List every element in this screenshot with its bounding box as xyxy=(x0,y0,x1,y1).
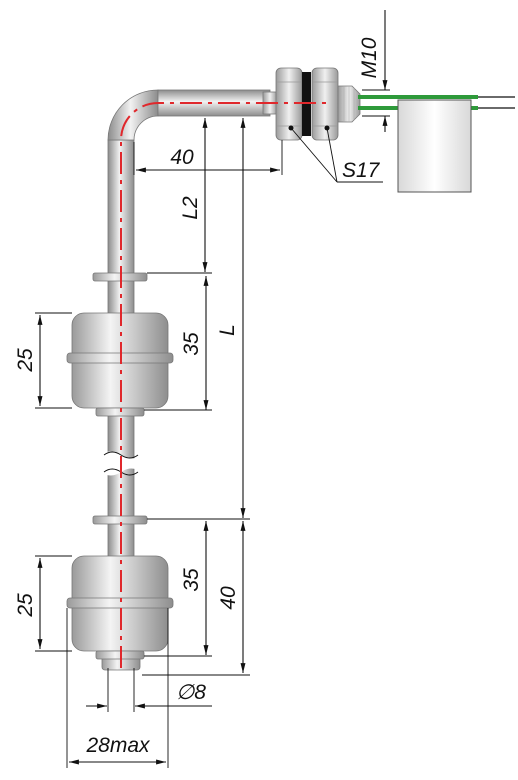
svg-text:35: 35 xyxy=(180,332,203,356)
dim-stem-diameter: ∅8 xyxy=(86,668,212,712)
svg-text:S17: S17 xyxy=(342,159,381,182)
dim-thread: M10 xyxy=(358,10,390,132)
svg-text:L2: L2 xyxy=(179,196,202,220)
svg-text:∅8: ∅8 xyxy=(176,681,206,704)
svg-text:28max: 28max xyxy=(85,734,151,757)
svg-text:35: 35 xyxy=(180,568,203,592)
dim-upper-travel: 35 xyxy=(144,276,212,411)
svg-text:L: L xyxy=(216,324,239,336)
dim-horizontal-offset: 40 xyxy=(133,140,283,175)
svg-text:40: 40 xyxy=(170,146,194,169)
svg-text:40: 40 xyxy=(217,586,240,610)
dim-lower-travel: 35 xyxy=(144,521,212,657)
cable-sleeve xyxy=(397,99,472,193)
dim-upper-float-height: 25 xyxy=(14,312,72,409)
dim-lower-float-height: 25 xyxy=(14,555,72,652)
svg-text:M10: M10 xyxy=(358,37,381,78)
center-axis xyxy=(120,102,330,668)
dim-bottom-offset: 40 xyxy=(142,521,250,676)
dim-l: L xyxy=(147,118,250,520)
dim-l2: L2 xyxy=(147,118,212,274)
svg-text:25: 25 xyxy=(14,348,37,373)
dim-float-max-width: 28max xyxy=(66,608,169,768)
svg-text:25: 25 xyxy=(14,593,37,618)
dim-wrench-size: S17 xyxy=(288,125,383,183)
